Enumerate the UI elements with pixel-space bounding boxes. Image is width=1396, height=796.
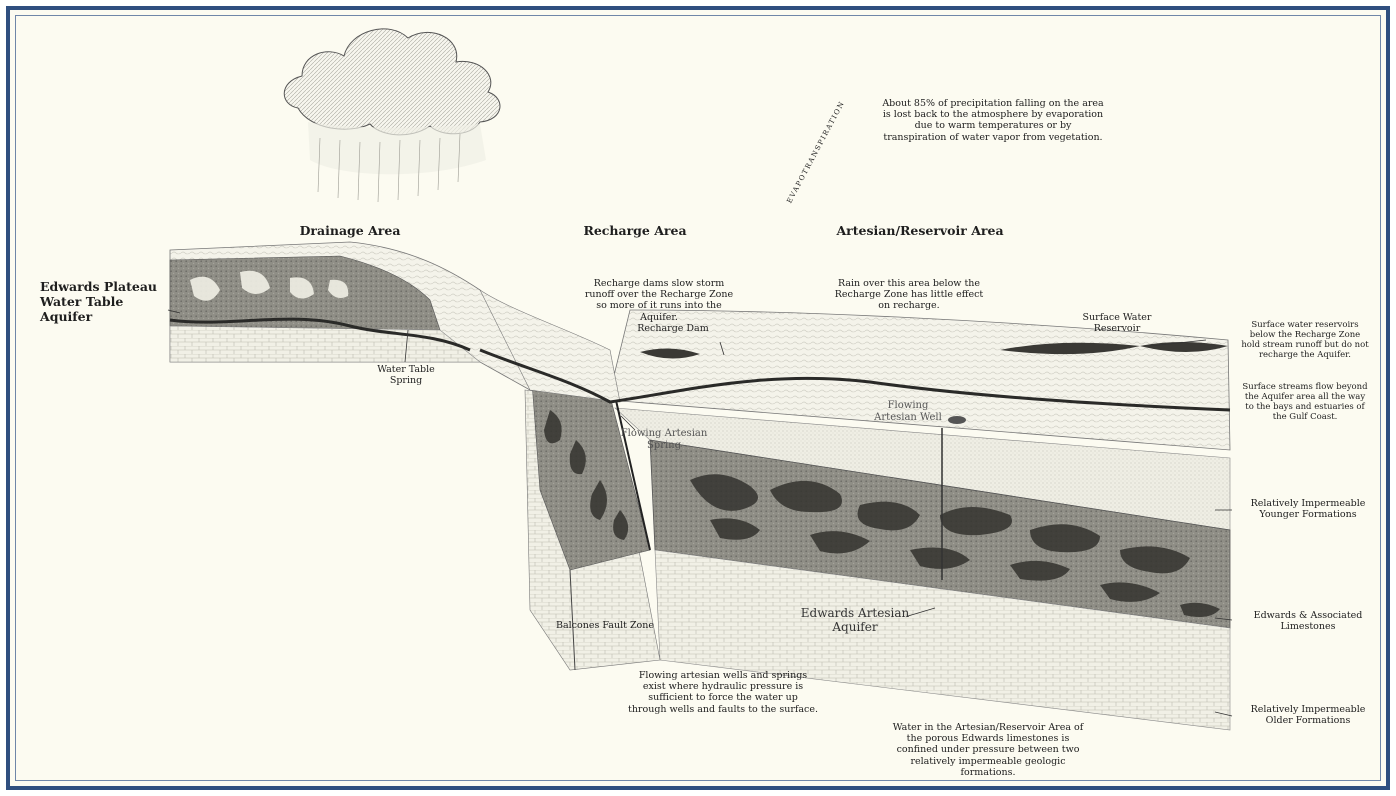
reservoir-note: Surface water reservoirs below the Recha… bbox=[1240, 320, 1370, 360]
cloud-illustration bbox=[284, 29, 500, 202]
plateau-aquifer-label: Edwards Plateau Water Table Aquifer bbox=[40, 280, 170, 324]
flowing-artesian-spring-label: Flowing Artesian Spring bbox=[618, 428, 710, 452]
drainage-area-heading: Drainage Area bbox=[280, 224, 420, 239]
edwards-artesian-aquifer-label: Edwards Artesian Aquifer bbox=[800, 606, 910, 634]
recharge-dams-note: Recharge dams slow storm runoff over the… bbox=[584, 278, 734, 323]
confined-water-note: Water in the Artesian/Reservoir Area of … bbox=[888, 722, 1088, 778]
recharge-area-heading: Recharge Area bbox=[565, 224, 705, 239]
artesian-area-heading: Artesian/Reservoir Area bbox=[830, 224, 1010, 239]
rain-note: Rain over this area below the Recharge Z… bbox=[834, 278, 984, 312]
balcones-fault-zone-label: Balcones Fault Zone bbox=[550, 620, 660, 631]
recharge-dam-label: Recharge Dam bbox=[628, 323, 718, 334]
edwards-limestones-label: Edwards & Associated Limestones bbox=[1238, 610, 1378, 632]
water-table-spring-label: Water Table Spring bbox=[366, 364, 446, 386]
older-formations-label: Relatively Impermeable Older Formations bbox=[1238, 704, 1378, 726]
flowing-artesian-well-label: Flowing Artesian Well bbox=[868, 400, 948, 424]
flowing-wells-note: Flowing artesian wells and springs exist… bbox=[628, 670, 818, 715]
diagram-frame: Drainage Area Recharge Area Artesian/Res… bbox=[6, 6, 1390, 790]
younger-formations-label: Relatively Impermeable Younger Formation… bbox=[1238, 498, 1378, 520]
streams-note: Surface streams flow beyond the Aquifer … bbox=[1240, 382, 1370, 422]
surface-reservoir-label: Surface Water Reservoir bbox=[1072, 312, 1162, 334]
evapotranspiration-note: About 85% of precipitation falling on th… bbox=[882, 98, 1104, 143]
